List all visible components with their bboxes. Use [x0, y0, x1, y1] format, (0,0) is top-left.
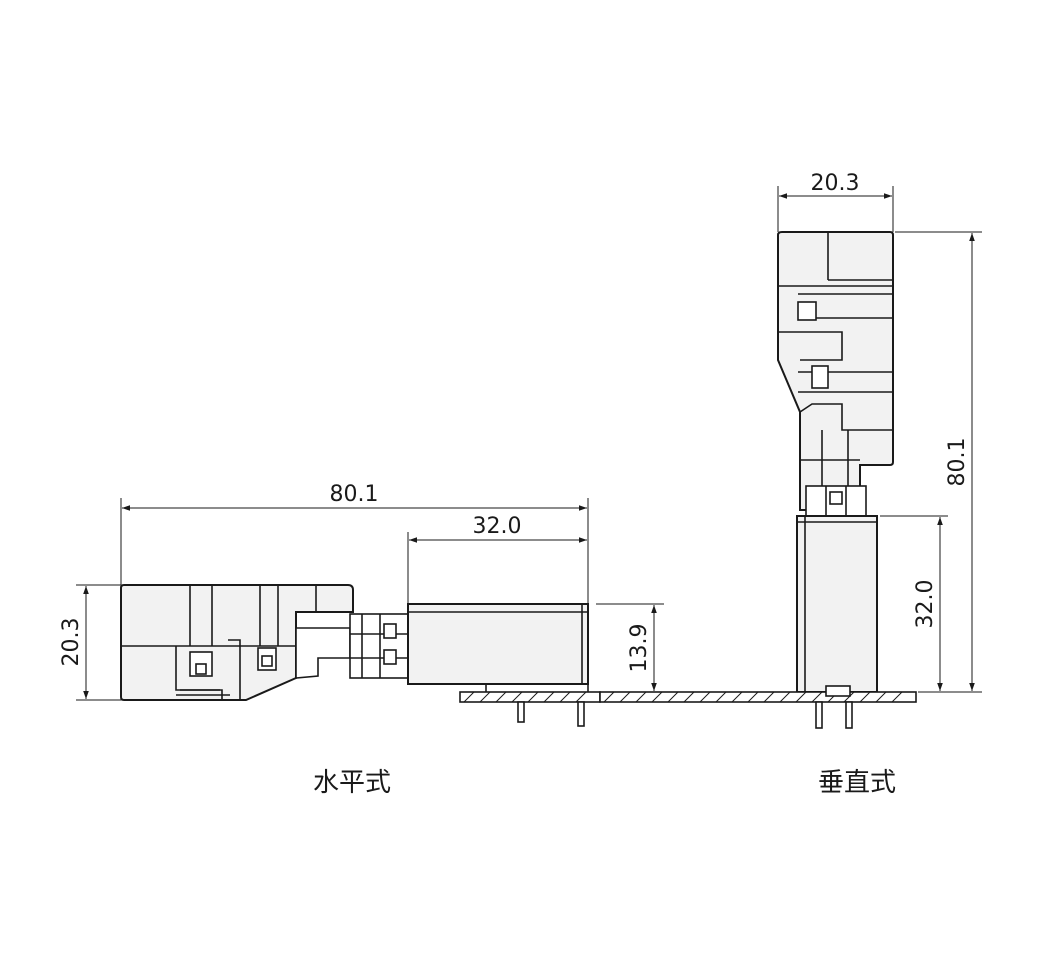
horizontal-length-label: 80.1	[330, 482, 379, 507]
vertical-connector	[599, 231, 917, 729]
pcb-hatch	[843, 691, 855, 703]
pcb-hatch	[747, 691, 759, 703]
pcb-hatch	[811, 691, 823, 703]
pcb-hatch	[635, 691, 647, 703]
vertical-dimensions: 20.3 80.1 32.0	[777, 171, 982, 693]
pcb-hatch	[763, 691, 775, 703]
horizontal-dimensions: 80.1 32.0 20.3 13.9	[59, 482, 664, 701]
pcb-hatch	[699, 691, 711, 703]
pcb-hatch	[667, 691, 679, 703]
pcb-hatch	[859, 691, 871, 703]
pcb-hatch	[559, 691, 571, 703]
vertical-length-label: 80.1	[945, 438, 970, 487]
pcb-hatch	[795, 691, 807, 703]
pcb-hatch	[543, 691, 555, 703]
pcb-hatch	[463, 691, 475, 703]
horizontal-height-label: 20.3	[59, 618, 84, 667]
pcb-hatch	[495, 691, 507, 703]
vertical-caption: 垂直式	[818, 768, 897, 798]
pcb-hatch	[603, 691, 615, 703]
pcb-hatch	[715, 691, 727, 703]
pcb-hatch	[511, 691, 523, 703]
pcb-hatch	[527, 691, 539, 703]
pcb-hatch	[779, 691, 791, 703]
horizontal-connector	[120, 584, 601, 727]
pcb-hatch	[731, 691, 743, 703]
pcb-hatch	[479, 691, 491, 703]
pcb-hatch	[651, 691, 663, 703]
vertical-plug-label: 32.0	[913, 580, 938, 629]
vertical-housing	[777, 231, 894, 511]
pcb-hatch	[619, 691, 631, 703]
horizontal-mount-label: 13.9	[627, 624, 652, 673]
horizontal-plug-label: 32.0	[473, 514, 522, 539]
horizontal-plug	[407, 603, 589, 685]
pcb-hatch	[683, 691, 695, 703]
vertical-width-label: 20.3	[811, 171, 860, 196]
pcb-hatch	[875, 691, 887, 703]
horizontal-caption: 水平式	[313, 768, 392, 798]
vertical-plug	[796, 515, 878, 693]
pcb-hatch	[891, 691, 903, 703]
pcb-hatch	[575, 691, 587, 703]
